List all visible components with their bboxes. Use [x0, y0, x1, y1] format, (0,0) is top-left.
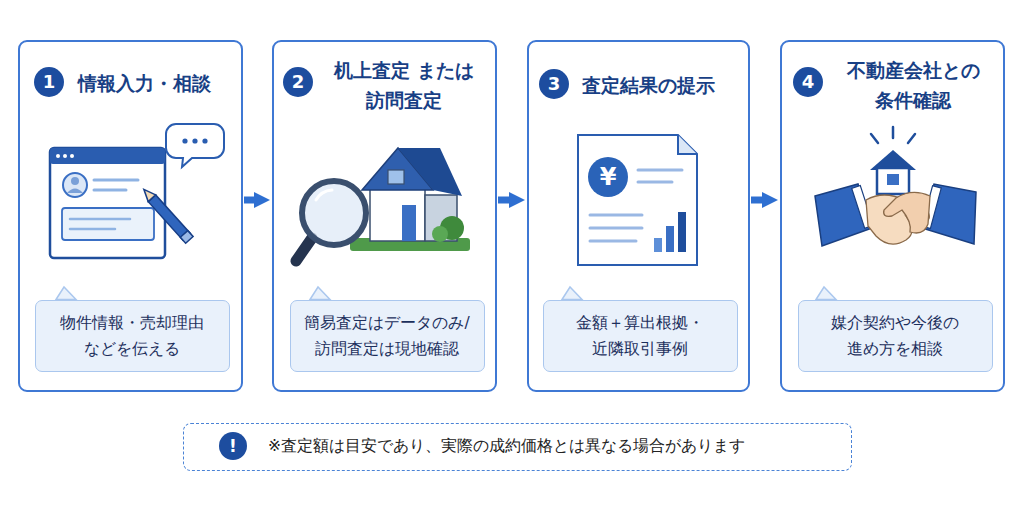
- number-text: 1: [34, 67, 64, 97]
- step-box: 情報入力・相談 1 物件情報・売却理由 などを伝える: [18, 40, 243, 392]
- window-dot: [70, 154, 74, 158]
- chart-bar: [666, 226, 674, 252]
- text-line: [70, 218, 130, 221]
- number-text: 3: [539, 69, 569, 99]
- document-fold: [678, 135, 697, 154]
- body-text: 簡易査定はデータのみ/ 訪問査定は現地確認: [293, 310, 481, 362]
- body-text: 金額＋算出根拠・ 近隣取引事例: [547, 310, 733, 362]
- house-roof-side: [398, 148, 462, 196]
- body-text: 媒介契約や今後の 進め方を相談: [802, 310, 988, 362]
- text-line: [590, 227, 642, 230]
- window-dot: [63, 154, 67, 158]
- body-text: ※査定額は目安であり、実際の成約価格とは異なる場合があります: [268, 424, 843, 469]
- chat-dot: [202, 138, 207, 143]
- number-text: !: [219, 432, 247, 460]
- text-line: [590, 240, 636, 243]
- pencil-tip: [140, 186, 155, 202]
- callout-box: 簡易査定はデータのみ/ 訪問査定は現地確認: [290, 300, 485, 372]
- document-sheet: [578, 135, 697, 265]
- avatar-head: [71, 177, 79, 185]
- chat-dot: [192, 138, 197, 143]
- callout-tail: [562, 287, 582, 300]
- callout-box: 物件情報・売却理由 などを伝える: [35, 300, 230, 372]
- pencil-eraser: [180, 231, 193, 244]
- currency-symbol: ¥: [588, 157, 628, 197]
- text-line: [94, 189, 126, 192]
- spark-ray: [871, 134, 878, 143]
- input-field: [62, 208, 154, 240]
- avatar-icon: [63, 173, 87, 197]
- right-sleeve: [922, 184, 976, 244]
- step-box: 査定結果の提示 3 金額＋算出根拠・ 近隣取引事例: [527, 40, 750, 392]
- body-text: 物件情報・売却理由 などを伝える: [39, 310, 225, 362]
- avatar-body: [67, 189, 83, 194]
- callout-box: 金額＋算出根拠・ 近隣取引事例: [543, 300, 738, 372]
- warning-icon: !: [219, 432, 247, 460]
- text-line: [638, 169, 682, 172]
- flow-arrow: [244, 197, 259, 204]
- yen-coin: [588, 157, 628, 197]
- house-window: [887, 174, 899, 185]
- text-line: [94, 179, 138, 182]
- step-number: 1: [34, 67, 64, 97]
- right-hand: [884, 192, 930, 233]
- spark-ray: [908, 134, 915, 143]
- pencil-icon: [140, 186, 193, 243]
- step-heading: 情報入力・相談: [78, 67, 240, 99]
- text-line: [638, 181, 672, 184]
- note-box: ※査定額は目安であり、実際の成約価格とは異なる場合があります!: [183, 423, 852, 471]
- step-heading: 査定結果の提示: [582, 69, 748, 101]
- flow-arrow: [498, 197, 514, 204]
- text-line: [70, 228, 115, 231]
- window-dot: [56, 154, 60, 158]
- step-box: 机上査定 または 訪問査定2 簡易査定はデータのみ/ 訪問査定は現地確認: [272, 40, 497, 392]
- step-number: 4: [793, 67, 823, 97]
- house-window: [388, 170, 404, 184]
- chart-bar: [678, 212, 686, 252]
- callout-tail: [310, 287, 330, 300]
- house-body: [877, 168, 909, 194]
- flow-arrow: [751, 197, 767, 204]
- magnifier-lens: [302, 181, 366, 245]
- chat-dot: [182, 138, 187, 143]
- callout-tail: [816, 287, 836, 300]
- number-text: 4: [793, 67, 823, 97]
- step-number: 2: [283, 67, 313, 97]
- step-heading: 不動産会社との 条件確認: [828, 55, 998, 115]
- magnifier-handle: [296, 238, 312, 261]
- house-door: [402, 205, 416, 241]
- browser-bar: [50, 148, 165, 164]
- spark-ray: [892, 127, 895, 138]
- callout-box: 媒介契約や今後の 進め方を相談: [798, 300, 993, 372]
- step-box: 不動産会社との 条件確認4 媒介契約や今後の 進め方を相談: [780, 40, 1005, 392]
- step-number: 3: [539, 69, 569, 99]
- text-line: [590, 214, 642, 217]
- step-heading: 机上査定 または 訪問査定: [314, 55, 494, 115]
- bush: [432, 226, 448, 242]
- browser-window: [50, 148, 165, 258]
- house-body: [370, 185, 425, 241]
- number-text: 2: [283, 67, 313, 97]
- chart-bar: [654, 238, 662, 252]
- lens-shine: [316, 190, 332, 200]
- callout-tail: [56, 287, 76, 300]
- chat-bubble: [166, 124, 224, 167]
